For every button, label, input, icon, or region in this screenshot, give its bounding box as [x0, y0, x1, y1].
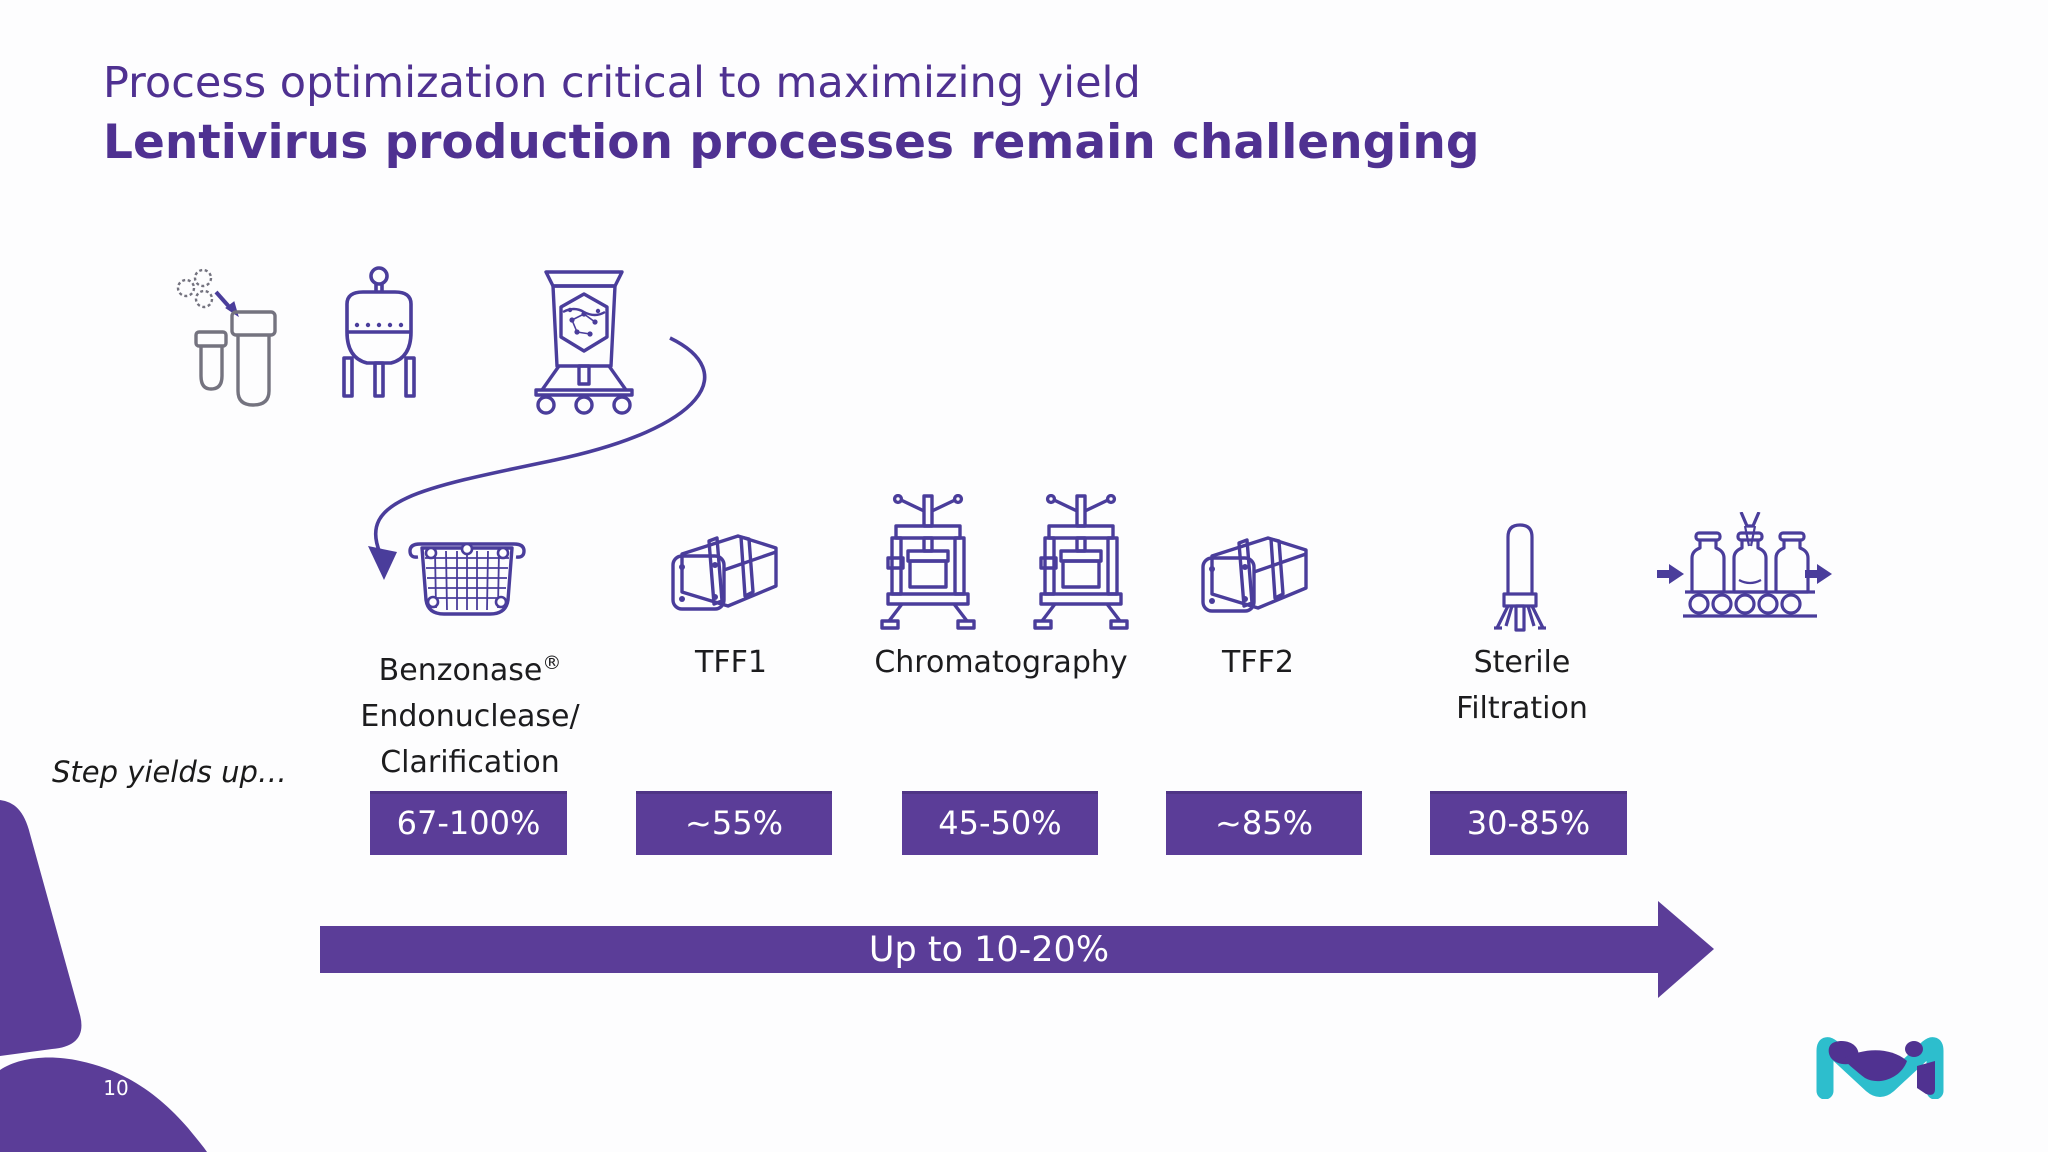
corner-blob-decoration	[0, 790, 340, 1152]
step-label-tff2: TFF2	[1222, 645, 1294, 680]
yield-box-benzonase: 67-100%	[370, 791, 567, 855]
title-subline: Process optimization critical to maximiz…	[103, 58, 1141, 108]
yield-box-tff1: ~55%	[636, 791, 832, 855]
overall-yield-arrow-label: Up to 10-20%	[868, 930, 1110, 970]
step-yields-caption: Step yields up…	[52, 755, 287, 789]
page-number: 10	[103, 1076, 129, 1100]
chromatography-press-icon	[1033, 494, 1129, 630]
single-use-mixer-bag-icon	[530, 264, 638, 416]
vials-on-conveyor-icon	[1655, 512, 1835, 624]
step-label-tff1: TFF1	[695, 645, 767, 680]
overall-yield-arrow	[320, 898, 1716, 1002]
step-label-chromatography: Chromatography	[874, 645, 1128, 680]
yield-box-tff2: ~85%	[1166, 791, 1362, 855]
sterile-filter-capsule-icon	[1491, 520, 1549, 636]
tff1-cassette-icon	[668, 530, 783, 626]
yield-box-chromatography: 45-50%	[902, 791, 1098, 855]
swoosh-connector-arrow-icon	[340, 320, 740, 590]
merck-m-logo	[1813, 1033, 1947, 1099]
registered-mark: ®	[542, 652, 562, 674]
stirred-tank-bioreactor-icon	[333, 266, 425, 402]
depth-filter-basket-icon	[406, 536, 528, 626]
tff2-cassette-icon	[1198, 532, 1313, 628]
yield-box-sterile-filtration: 30-85%	[1430, 791, 1627, 855]
virus-transfection-tubes-icon	[172, 262, 282, 410]
step-label-benzonase: Benzonase® Endonuclease/ Clarification	[360, 652, 580, 780]
page-title: Process optimization critical to maximiz…	[103, 54, 1480, 174]
title-mainline: Lentivirus production processes remain c…	[103, 115, 1480, 170]
step-label-sterile-filtration: Sterile Filtration	[1456, 645, 1588, 726]
chromatography-press-icon	[880, 494, 976, 630]
